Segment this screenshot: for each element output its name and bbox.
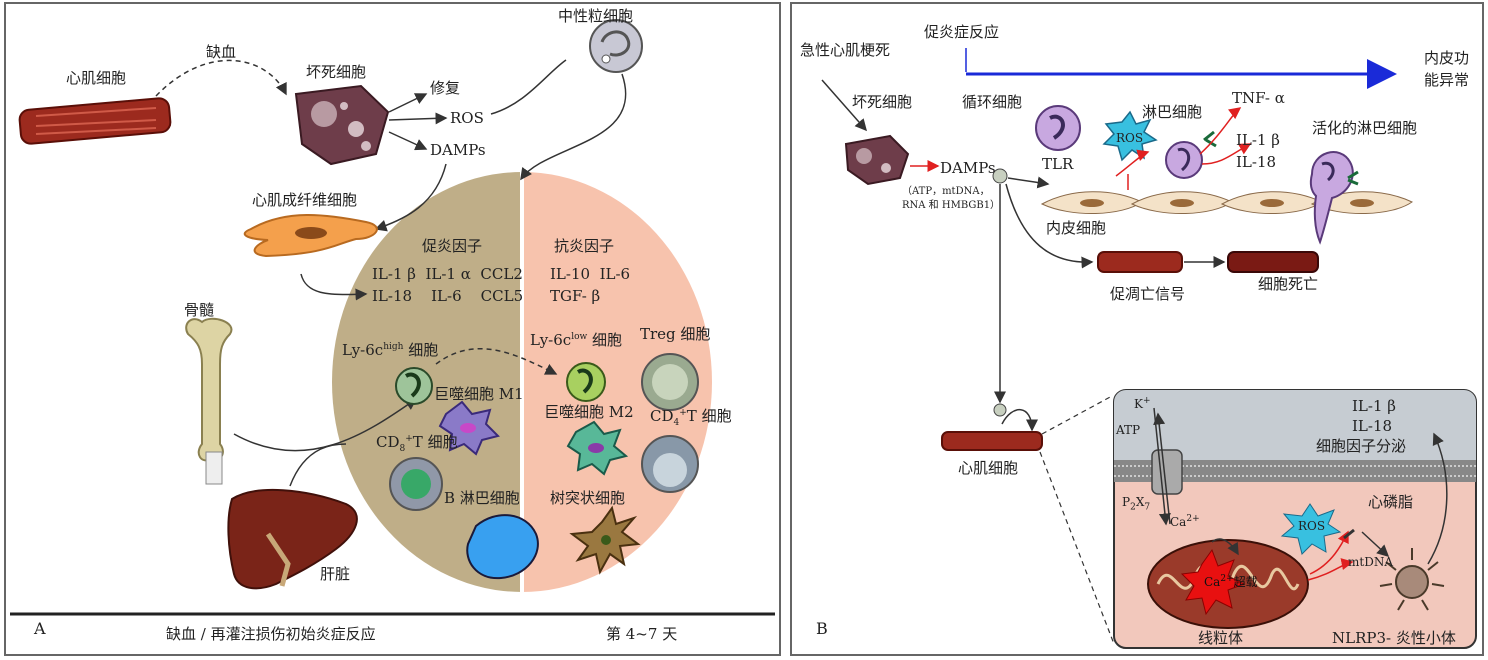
b-cell-shape (466, 514, 539, 580)
necrotic-cell-shape (294, 84, 390, 166)
b-il18-label: IL-18 (1236, 153, 1277, 171)
repair-label: 修复 (430, 79, 461, 97)
panel-a: 心肌细胞 缺血 坏死细胞 修复 ROS DAMPs 中性粒细胞 心肌成纤维细胞 … (4, 2, 781, 656)
activated-lymph-label: 活化的淋巴细胞 (1312, 119, 1418, 137)
cardiomyocyte-label: 心肌细胞 (66, 69, 127, 87)
panel-b-letter: B (816, 619, 828, 638)
apoptosis-signal-label: 促凋亡信号 (1110, 285, 1186, 303)
mtdna-label: mtDNA (1348, 555, 1393, 569)
b-necrotic-cell-label: 坏死细胞 (852, 93, 913, 111)
cd4-t-label: CD4+T 细胞 (650, 407, 732, 428)
k-ion-label: K+ (1134, 396, 1151, 411)
lymphocyte-label: 淋巴细胞 (1142, 103, 1203, 121)
ros-label: ROS (450, 109, 484, 127)
footer-day-range: 第 4~7 天 (606, 625, 678, 643)
pro-cytokines-row1: IL-1 β IL-1 α CCL2 (372, 265, 523, 283)
b-activated-lymph-shape (1309, 151, 1354, 245)
cardiomyocyte-shape (18, 97, 172, 145)
panel-a-graphics (10, 19, 775, 616)
macrophage-m1-label: 巨噬细胞 M1 (434, 385, 524, 403)
b-damps-label: DAMPs (940, 159, 996, 177)
ami-label: 急性心肌梗死 (800, 41, 891, 59)
nlrp3-label: NLRP3- 炎性小体 (1332, 629, 1456, 647)
damps-detail-line1: （ATP，mtDNA， (902, 186, 990, 197)
neutrophil-shape (589, 19, 643, 73)
liver-label: 肝脏 (320, 565, 351, 583)
pro-cytokines-row2: IL-18 IL-6 CCL5 (372, 287, 524, 305)
b-il1b-label: IL-1 β (1236, 131, 1280, 149)
cytokine-secretion-label: 细胞因子分泌 (1316, 437, 1407, 455)
liver-shape (227, 488, 358, 590)
anti-cytokines-row1: IL-10 IL-6 (550, 265, 631, 283)
dendritic-label: 树突状细胞 (550, 489, 626, 507)
b-necrotic-cell-shape (844, 134, 910, 186)
circulating-cell-label: 循环细胞 (962, 93, 1023, 111)
endothelial-layer-shape (1040, 191, 1413, 215)
bone-shape (185, 317, 233, 485)
panel-b-graphics (821, 48, 1477, 649)
inset-il1b-label: IL-1 β (1352, 397, 1396, 415)
tnf-label: TNF- α (1232, 89, 1285, 107)
ischemia-label: 缺血 (206, 43, 237, 61)
endo-dysfunction-line1: 内皮功 (1424, 49, 1470, 67)
ly6c-high-label: Ly-6chigh 细胞 (342, 341, 439, 359)
macrophage-m2-label: 巨噬细胞 M2 (544, 403, 634, 421)
endo-dysfunction-line2: 能异常 (1424, 71, 1470, 89)
p2x7-label: P2X7 (1122, 495, 1151, 513)
cell-death-label: 细胞死亡 (1258, 275, 1319, 293)
anti-inflammatory-title: 抗炎因子 (554, 237, 615, 255)
pro-inflammatory-title: 促炎因子 (422, 237, 483, 255)
mitochondrial-inset (1113, 389, 1477, 649)
anti-cytokines-row2: TGF- β (550, 287, 601, 305)
tlr-label: TLR (1042, 155, 1074, 173)
fibroblast-label: 心肌成纤维细胞 (252, 191, 358, 209)
necrotic-cell-label: 坏死细胞 (306, 63, 367, 81)
mitochondria-label: 线粒体 (1198, 629, 1244, 647)
footer-initial-response: 缺血 / 再灌注损伤初始炎症反应 (166, 625, 376, 643)
b-cell-label: B 淋巴细胞 (444, 489, 520, 507)
neutrophil-label: 中性粒细胞 (558, 7, 634, 25)
panel-b: 急性心肌梗死 促炎症反应 内皮功 能异常 坏死细胞 循环细胞 淋巴细胞 TNF-… (790, 2, 1484, 656)
ca-ion-label: Ca2+ (1170, 514, 1200, 529)
bone-marrow-label: 骨髓 (184, 301, 215, 319)
pro-response-label: 促炎症反应 (924, 23, 1000, 41)
b-cardiomyocyte-label: 心肌细胞 (958, 459, 1019, 477)
ca-overload-label: Ca2+超载 (1204, 574, 1258, 589)
cd8-t-label: CD8+T 细胞 (376, 433, 458, 454)
b-ros-label: ROS (1116, 131, 1144, 145)
atp-label: ATP (1116, 423, 1141, 437)
cardiolipin-label: 心磷脂 (1368, 493, 1414, 511)
treg-label: Treg 细胞 (640, 325, 711, 343)
panel-a-letter: A (34, 619, 46, 638)
damps-detail-line2: RNA 和 HMBGB1） (902, 200, 1001, 211)
inset-il18-label: IL-18 (1352, 417, 1393, 435)
inset-ros-label: ROS (1298, 519, 1326, 533)
endothelial-label: 内皮细胞 (1046, 219, 1107, 237)
ly6c-low-label: Ly-6clow 细胞 (530, 331, 622, 349)
damps-label: DAMPs (430, 141, 486, 159)
